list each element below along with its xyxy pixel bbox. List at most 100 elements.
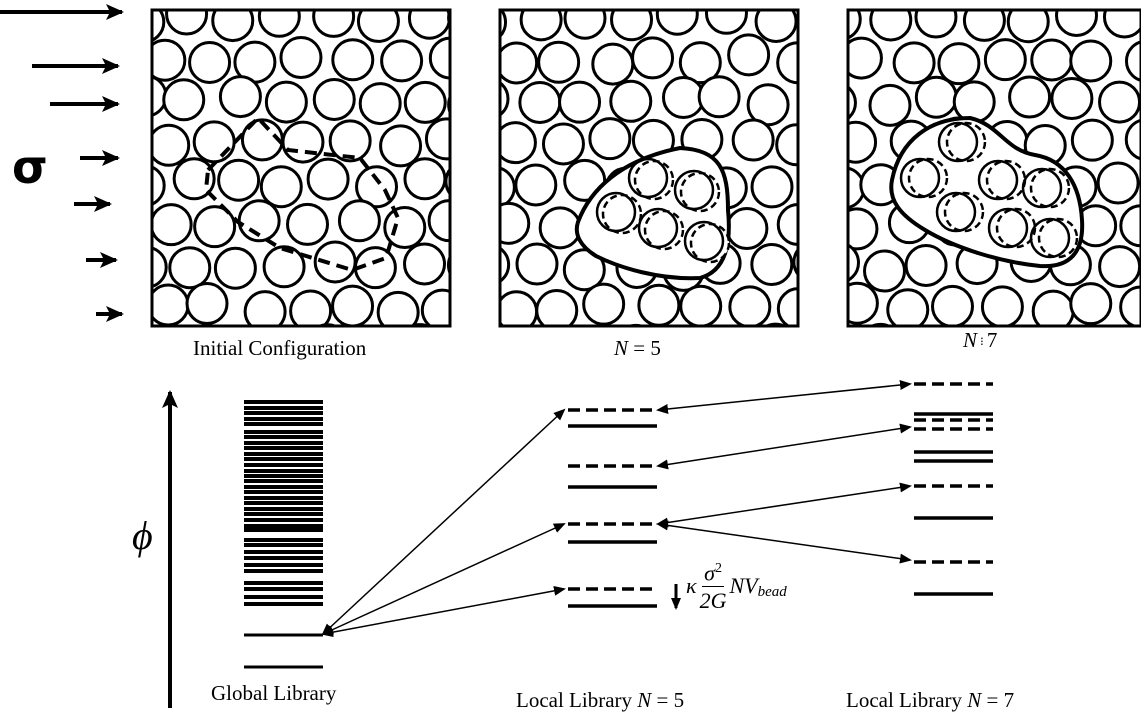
particle-circle (281, 120, 325, 164)
particle-circle (152, 38, 187, 82)
particle-circle (162, 78, 206, 122)
particle-circle (750, 242, 794, 286)
particle-circle (537, 40, 581, 84)
particle-circle (863, 249, 907, 293)
original-particle-circle (1029, 217, 1071, 259)
particle-circle (403, 80, 447, 124)
particle-circle (331, 284, 375, 326)
displaced-particle-circle (907, 157, 949, 199)
particle-circle (152, 10, 166, 42)
particle-circle (447, 93, 450, 116)
original-particle-circle (937, 121, 979, 163)
particle-circle (1070, 118, 1114, 162)
particle-circle (500, 166, 516, 209)
particle-circle (848, 243, 860, 282)
particle-circle (264, 80, 308, 124)
particle-circle (848, 120, 878, 164)
particle-circle (792, 247, 798, 277)
particle-circle (337, 199, 381, 243)
particle-circle (152, 246, 168, 288)
particle-circle (591, 42, 635, 86)
caption-n7: N ⁝ 7 (963, 328, 998, 352)
original-particle-circle (683, 220, 725, 262)
particle-circle (679, 284, 723, 326)
particle-circle (152, 75, 168, 117)
particle-circle (192, 120, 236, 164)
particle-circle (728, 285, 772, 326)
particle-circle (257, 10, 301, 38)
particle-circle (500, 41, 539, 85)
particle-circle (358, 82, 402, 126)
particle-circle (848, 281, 879, 325)
particle-circle (379, 124, 423, 168)
particle-circle (165, 10, 209, 36)
particle-circle (848, 10, 862, 40)
particle-circle (211, 10, 255, 43)
particle-circle (588, 117, 632, 161)
particle-circle (916, 328, 956, 368)
particle-circle (914, 10, 958, 39)
particle-circle (1052, 332, 1092, 372)
displaced-particle-circle (985, 159, 1027, 201)
panel-frame (498, 8, 800, 328)
local-library-n5-label: Local Library N = 5 (516, 688, 685, 712)
particle-circle (535, 289, 579, 326)
particle-circle (1069, 282, 1113, 326)
local-to-local-arrow (656, 380, 912, 414)
formula-exponent: 2 (714, 561, 722, 576)
particle-circle (582, 282, 626, 326)
particle-circle (218, 75, 262, 119)
particle-circle (312, 77, 356, 121)
particle-circle (750, 165, 794, 209)
particle-circle (776, 203, 798, 247)
particle-circle (471, 328, 511, 368)
particle-circle (1098, 245, 1141, 289)
formula-kappa: κ (686, 572, 697, 598)
particle-circle (776, 287, 798, 326)
particle-circle (914, 75, 958, 119)
particle-circle (1030, 38, 1074, 82)
particle-circle (892, 41, 936, 85)
library-link-arrows (321, 380, 912, 638)
particle-circle (447, 10, 450, 29)
particle-circle (983, 38, 1027, 82)
particle-circle (869, 322, 892, 326)
particle-circle (519, 10, 563, 42)
particle-circle (1050, 77, 1094, 121)
panel-n7 (846, 8, 1141, 372)
particle-circle (259, 165, 303, 209)
particle-circle (328, 119, 372, 163)
formula-denominator: 2G (699, 588, 727, 614)
particle-circle (500, 80, 510, 117)
particle-circle (797, 99, 798, 110)
particle-circle (424, 117, 450, 161)
displaced-particle-circle (995, 207, 1037, 249)
particle-circle (514, 163, 558, 207)
formula-tail: NV (729, 572, 758, 598)
particle-circle (306, 157, 350, 201)
particle-circle (383, 206, 427, 250)
particle-circle (725, 206, 769, 250)
particle-circle (962, 10, 1006, 42)
particle-circle (937, 42, 981, 86)
particle-circle (444, 167, 450, 196)
particle-circle (1055, 10, 1099, 37)
particle-circle (407, 10, 450, 40)
particle-circle (610, 10, 654, 42)
particle-circle (848, 36, 883, 80)
particle-circle (1102, 10, 1141, 39)
displaced-particle-circle (1037, 217, 1079, 259)
particle-circle (727, 33, 771, 77)
particle-circle (515, 242, 559, 286)
particle-circle (188, 40, 232, 84)
local-to-local-arrow (656, 520, 912, 564)
particle-circle (152, 123, 191, 167)
original-particle-circle (977, 159, 1019, 201)
particle-circle (678, 41, 722, 85)
global-to-local-arrow (321, 585, 566, 638)
particle-circle (563, 10, 607, 40)
particle-circle (754, 10, 798, 43)
global-library-label: Global Library (211, 681, 337, 705)
